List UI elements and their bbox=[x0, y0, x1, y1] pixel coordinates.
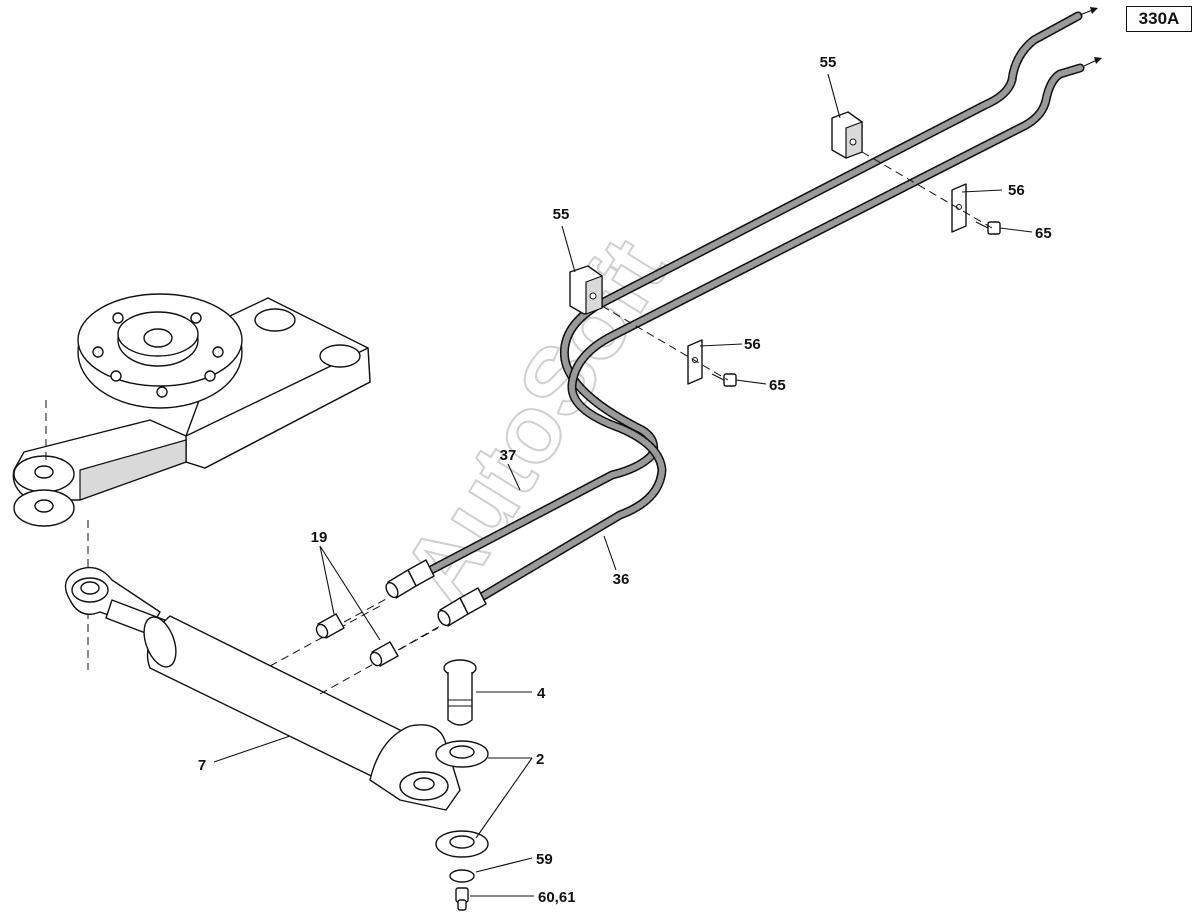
callout-60-61: 60,61 bbox=[538, 889, 576, 906]
callout-19: 19 bbox=[311, 529, 328, 546]
plate-56-upper bbox=[951, 183, 967, 233]
callout-65-upper: 65 bbox=[1035, 225, 1052, 242]
seal-59 bbox=[449, 869, 475, 883]
callout-55-upper: 55 bbox=[820, 54, 837, 71]
adapter-19-upper bbox=[315, 597, 389, 639]
adapter-19-lower bbox=[369, 625, 441, 667]
diagram-reference-box: 330A bbox=[1126, 6, 1192, 32]
callout-56-upper: 56 bbox=[1008, 182, 1025, 199]
clamp-55-lower bbox=[569, 265, 603, 315]
callout-7: 7 bbox=[198, 757, 206, 774]
callout-59: 59 bbox=[536, 851, 553, 868]
callout-36: 36 bbox=[613, 571, 630, 588]
callout-55-lower: 55 bbox=[553, 206, 570, 223]
washer-2-upper bbox=[435, 740, 489, 768]
hose-fitting-37 bbox=[385, 559, 435, 599]
hose-arrow-upper bbox=[1079, 7, 1098, 16]
callout-37: 37 bbox=[500, 447, 517, 464]
pivot-bracket bbox=[12, 293, 371, 670]
bolt-65-lower bbox=[711, 373, 737, 387]
plate-56-lower bbox=[687, 339, 703, 385]
clamp-55-upper bbox=[831, 111, 863, 159]
hose-arrow-lower bbox=[1083, 57, 1102, 67]
grease-fitting-60-61 bbox=[455, 887, 469, 911]
callout-4: 4 bbox=[537, 685, 546, 702]
hose-fitting-36 bbox=[437, 587, 487, 627]
bolt-65-upper bbox=[975, 221, 1001, 235]
callout-65-lower: 65 bbox=[769, 377, 786, 394]
hydraulic-cylinder bbox=[64, 566, 461, 811]
clamp-axis-lower bbox=[601, 305, 729, 381]
pin-4 bbox=[443, 659, 477, 726]
washer-2-lower bbox=[435, 830, 489, 858]
callout-56-lower: 56 bbox=[744, 336, 761, 353]
hose-lower bbox=[463, 63, 1085, 610]
leader-lines bbox=[213, 73, 1033, 897]
callout-2: 2 bbox=[536, 751, 544, 768]
